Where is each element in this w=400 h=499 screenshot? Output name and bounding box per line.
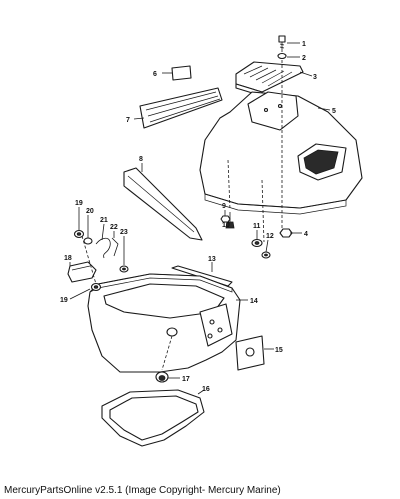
part-23-screw[interactable] (119, 265, 129, 273)
callout-9: 9 (222, 203, 226, 210)
copyright-caption: MercuryPartsOnline v2.5.1 (Image Copyrig… (4, 485, 281, 496)
part-18-latch-handle[interactable] (67, 261, 97, 283)
callout-5: 5 (332, 108, 336, 115)
part-11-grommet[interactable] (251, 238, 263, 248)
part-8-seal-strip[interactable] (123, 167, 203, 241)
part-3-vent-cover[interactable] (235, 61, 304, 97)
callout-14: 14 (250, 298, 258, 305)
part-14-bottom-cowl[interactable] (87, 273, 241, 373)
callout-13: 13 (208, 256, 216, 263)
leader-lines (69, 42, 331, 395)
part-10-bolt[interactable] (225, 212, 235, 229)
part-6-decal[interactable] (171, 65, 192, 81)
part-16-gasket[interactable] (101, 389, 205, 447)
callout-11: 11 (253, 223, 261, 230)
part-19-bushing-lower[interactable] (90, 282, 102, 292)
part-15-plate[interactable] (235, 335, 265, 371)
callout-labels: 1 2 3 4 5 6 7 8 9 10 11 12 13 14 15 16 1… (60, 41, 336, 393)
callout-3: 3 (313, 74, 317, 81)
callout-19-upper: 19 (75, 200, 83, 207)
exploded-parts-diagram: 1 2 3 4 5 6 7 8 9 10 11 12 13 14 15 16 1… (60, 35, 363, 447)
callout-2: 2 (302, 55, 306, 62)
part-22-link[interactable] (111, 237, 119, 257)
part-21-spring[interactable] (95, 237, 111, 259)
part-5-top-cowl[interactable] (199, 91, 363, 215)
callout-17: 17 (182, 376, 190, 383)
callout-20: 20 (86, 208, 94, 215)
part-1-screw[interactable] (278, 35, 286, 52)
callout-19-lower: 19 (60, 297, 68, 304)
part-2-washer[interactable] (277, 52, 287, 60)
callout-8: 8 (139, 156, 143, 163)
part-20-washer[interactable] (83, 237, 93, 245)
callout-4: 4 (304, 231, 308, 238)
callout-10: 10 (222, 222, 230, 229)
callout-16: 16 (202, 386, 210, 393)
part-19-bushing-upper[interactable] (73, 229, 85, 239)
callout-18: 18 (64, 255, 72, 262)
callout-22: 22 (110, 224, 118, 231)
callout-21: 21 (100, 217, 108, 224)
callout-6: 6 (153, 71, 157, 78)
part-17-plug[interactable] (155, 371, 169, 383)
callout-23: 23 (120, 229, 128, 236)
part-7-decal-strip[interactable] (139, 87, 223, 129)
callout-12: 12 (266, 233, 274, 240)
part-12-screw[interactable] (261, 251, 271, 259)
callout-7: 7 (126, 117, 130, 124)
part-4-nut[interactable] (279, 228, 293, 238)
callout-15: 15 (275, 347, 283, 354)
callout-1: 1 (302, 41, 306, 48)
